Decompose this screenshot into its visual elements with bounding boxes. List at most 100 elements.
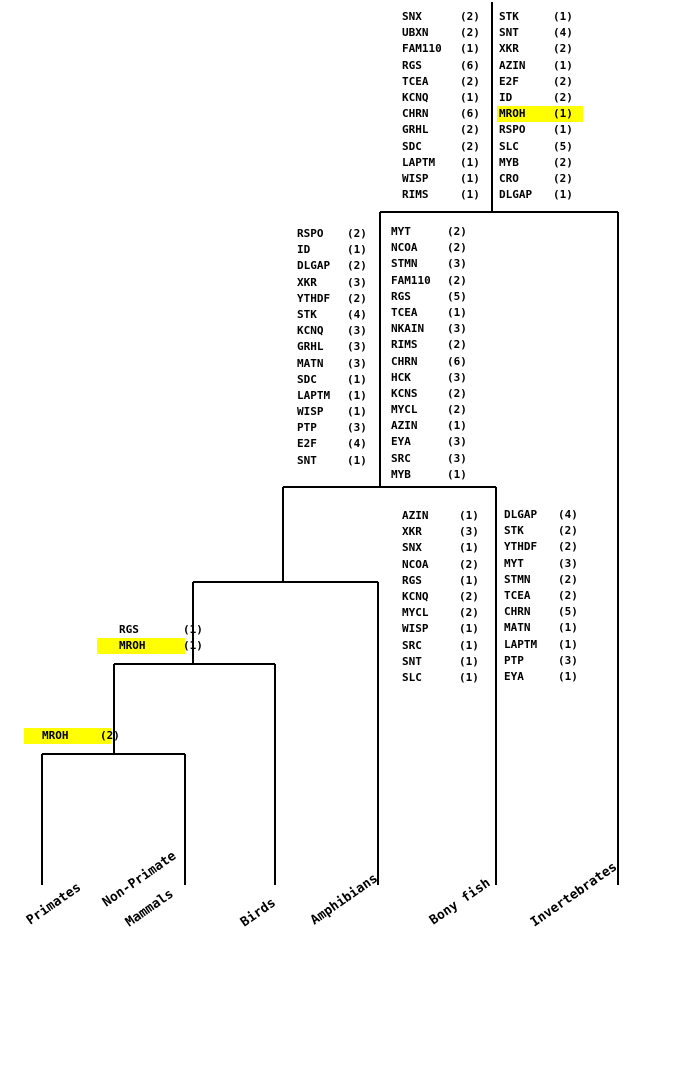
gene-entry: MYB(1) (389, 467, 473, 483)
gene-name: STMN (504, 572, 531, 586)
gene-name: RIMS (402, 188, 429, 202)
gene-count: (1) (183, 639, 203, 653)
gene-name: SDC (297, 372, 317, 386)
gene-entry: SNX(2) (400, 9, 484, 25)
gene-entry: RIMS(1) (400, 187, 484, 203)
gene-name: DLGAP (297, 259, 331, 273)
gene-name: NCOA (402, 557, 429, 571)
gene-entry: SDC(2) (400, 139, 484, 155)
gene-name: NKAIN (391, 322, 425, 336)
gene-name: RGS (402, 573, 422, 587)
gene-count: (2) (558, 524, 578, 538)
gene-entry: SNT(4) (497, 25, 583, 41)
gene-entry: XKR(3) (400, 524, 484, 540)
gene-count: (2) (347, 259, 367, 273)
gene-count: (1) (460, 171, 480, 185)
gene-entry: WISP(1) (295, 404, 371, 420)
gene-count: (6) (460, 107, 480, 121)
gene-count: (4) (558, 508, 578, 521)
gene-entry: SLC(1) (400, 670, 484, 686)
gene-count: (2) (460, 123, 480, 137)
gene-name: CRO (499, 171, 519, 185)
gene-name: LAPTM (402, 155, 436, 169)
gene-entry: TCEA(2) (502, 588, 578, 604)
gene-count: (4) (347, 437, 367, 451)
gene-name: TCEA (504, 588, 531, 602)
gene-count: (3) (347, 340, 367, 354)
gene-entry: MYT(2) (389, 224, 473, 240)
gene-count: (2) (553, 171, 573, 185)
gene-list: STK(1)SNT(4)XKR(2)AZIN(1)E2F(2)ID(2)MROH… (497, 9, 583, 203)
gene-entry: NCOA(2) (389, 240, 473, 256)
gene-name: PTP (297, 421, 317, 435)
gene-entry: KCNQ(3) (295, 323, 371, 339)
gene-name: GRHL (297, 340, 324, 354)
gene-name: DLGAP (499, 188, 533, 202)
gene-count: (1) (347, 405, 367, 419)
gene-entry: RGS(1) (400, 573, 484, 589)
gene-count: (1) (558, 637, 578, 651)
gene-entry: RSPO(2) (295, 226, 371, 242)
gene-entry: MYB(2) (497, 155, 583, 171)
gene-entry: RGS(6) (400, 58, 484, 74)
gene-count: (1) (347, 388, 367, 402)
gene-list: AZIN(1)XKR(3)SNX(1)NCOA(2)RGS(1)KCNQ(2)M… (400, 508, 484, 686)
gene-entry: SRC(1) (400, 638, 484, 654)
gene-count: (1) (447, 305, 467, 319)
gene-name: STK (297, 307, 317, 321)
gene-entry: MATN(1) (502, 620, 578, 636)
gene-entry: TCEA(1) (389, 305, 473, 321)
gene-count: (2) (553, 74, 573, 88)
gene-name: TCEA (402, 74, 429, 88)
gene-name: SRC (391, 451, 411, 465)
gene-count: (4) (347, 307, 367, 321)
gene-entry: MROH(2) (24, 728, 120, 745)
gene-entry: NKAIN(3) (389, 321, 473, 337)
gene-entry: CHRN(6) (389, 354, 473, 370)
gene-name: RIMS (391, 338, 418, 352)
gene-count: (2) (460, 139, 480, 153)
gene-name: LAPTM (504, 637, 538, 651)
gene-name: KCNQ (402, 589, 429, 603)
gene-entry: AZIN(1) (389, 418, 473, 434)
gene-name: SNT (499, 26, 519, 40)
gene-entry: NCOA(2) (400, 557, 484, 573)
gene-entry: KCNS(2) (389, 386, 473, 402)
gene-name: EYA (504, 669, 524, 683)
gene-entry: XKR(2) (497, 41, 583, 57)
gene-count: (2) (447, 273, 467, 287)
gene-count: (1) (553, 123, 573, 137)
gene-entry: FAM110(1) (400, 41, 484, 57)
gene-count: (1) (553, 107, 573, 121)
gene-entry: SNX(1) (400, 540, 484, 556)
gene-entry: CRO (2) (497, 171, 583, 187)
gene-name: SNT (297, 453, 317, 467)
gene-entry: HCK(3) (389, 370, 473, 386)
gene-name: RSPO (499, 123, 526, 137)
gene-entry: SNT (1) (295, 453, 371, 469)
gene-entry: SNT(1) (400, 654, 484, 670)
gene-entry: WISP(1) (400, 621, 484, 637)
gene-name: STK (504, 524, 524, 538)
gene-entry: E2F (4) (295, 436, 371, 452)
gene-count: (2) (553, 90, 573, 104)
gene-count: (1) (558, 621, 578, 635)
gene-name: MYCL (402, 606, 429, 620)
gene-count: (1) (553, 10, 573, 23)
gene-count: (2) (459, 606, 479, 620)
gene-count: (3) (459, 525, 479, 539)
gene-count: (3) (447, 370, 467, 384)
gene-name: E2F (297, 437, 317, 451)
gene-entry: FAM110(2) (389, 273, 473, 289)
gene-entry: MYT(3) (502, 556, 578, 572)
gene-entry: YTHDF(2) (295, 291, 371, 307)
gene-entry: STK (2) (502, 523, 578, 539)
gene-count: (3) (558, 556, 578, 570)
gene-entry: LAPTM(1) (400, 155, 484, 171)
gene-name: MATN (297, 356, 324, 370)
gene-name: STMN (391, 257, 418, 271)
gene-count: (2) (447, 338, 467, 352)
gene-name: PTP (504, 653, 524, 667)
gene-count: (1) (459, 541, 479, 555)
gene-count: (1) (347, 453, 367, 467)
